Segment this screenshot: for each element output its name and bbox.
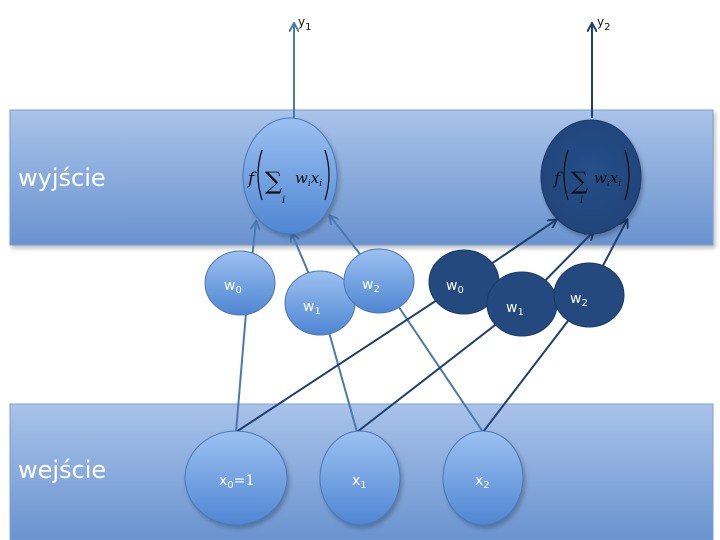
svg-text:w2: w2 bbox=[362, 277, 380, 295]
activation-formula-neuron-1: f ∑ i wixi bbox=[246, 149, 330, 206]
output-label-y1: y1 bbox=[298, 15, 311, 33]
svg-text:∑: ∑ bbox=[571, 167, 588, 195]
output-label-y2: y2 bbox=[597, 15, 610, 33]
connections-neuron-1 bbox=[235, 216, 484, 433]
svg-text:w2: w2 bbox=[570, 291, 588, 309]
weight-node-n1-w0: w0 bbox=[204, 250, 276, 316]
neuron-2: f ∑ i wixi bbox=[540, 119, 642, 235]
edge-x0-w0-n2 bbox=[235, 282, 464, 433]
svg-text:x1: x1 bbox=[352, 473, 367, 491]
svg-text:wixi: wixi bbox=[295, 169, 322, 189]
input-node-x1: x1 bbox=[319, 430, 401, 526]
svg-text:f: f bbox=[246, 169, 257, 189]
weight-node-n2-w1: w1 bbox=[486, 271, 558, 337]
svg-text:i: i bbox=[282, 195, 285, 206]
weight-node-n2-w2: w2 bbox=[553, 262, 625, 328]
edge-x1-w1-n2 bbox=[356, 304, 522, 433]
weight-node-n1-w2: w2 bbox=[343, 248, 415, 314]
svg-text:w0: w0 bbox=[446, 278, 464, 296]
svg-text:f: f bbox=[552, 169, 563, 189]
input-node-x2: x2 bbox=[442, 430, 524, 526]
output-arrow-y1: y1 bbox=[294, 15, 311, 118]
activation-formula-neuron-2: f ∑ i wixi bbox=[552, 149, 630, 206]
svg-text:x0=1: x0=1 bbox=[219, 473, 254, 491]
input-layer-label: wejście bbox=[18, 456, 106, 484]
neuron-1: f ∑ i wixi bbox=[242, 117, 338, 235]
edge-x0-w0-n1 bbox=[235, 312, 247, 433]
output-layer-label: wyjście bbox=[18, 164, 106, 192]
svg-text:w0: w0 bbox=[224, 278, 242, 296]
svg-text:w1: w1 bbox=[303, 299, 321, 317]
svg-text:w1: w1 bbox=[506, 300, 524, 318]
output-arrow-y2: y2 bbox=[592, 15, 610, 118]
svg-text:∑: ∑ bbox=[265, 167, 282, 195]
svg-text:i: i bbox=[580, 195, 583, 206]
connections-neuron-2 bbox=[235, 220, 627, 433]
svg-text:x2: x2 bbox=[475, 473, 490, 491]
input-node-x0: x0=1 bbox=[184, 430, 288, 526]
svg-text:wixi: wixi bbox=[594, 169, 621, 189]
